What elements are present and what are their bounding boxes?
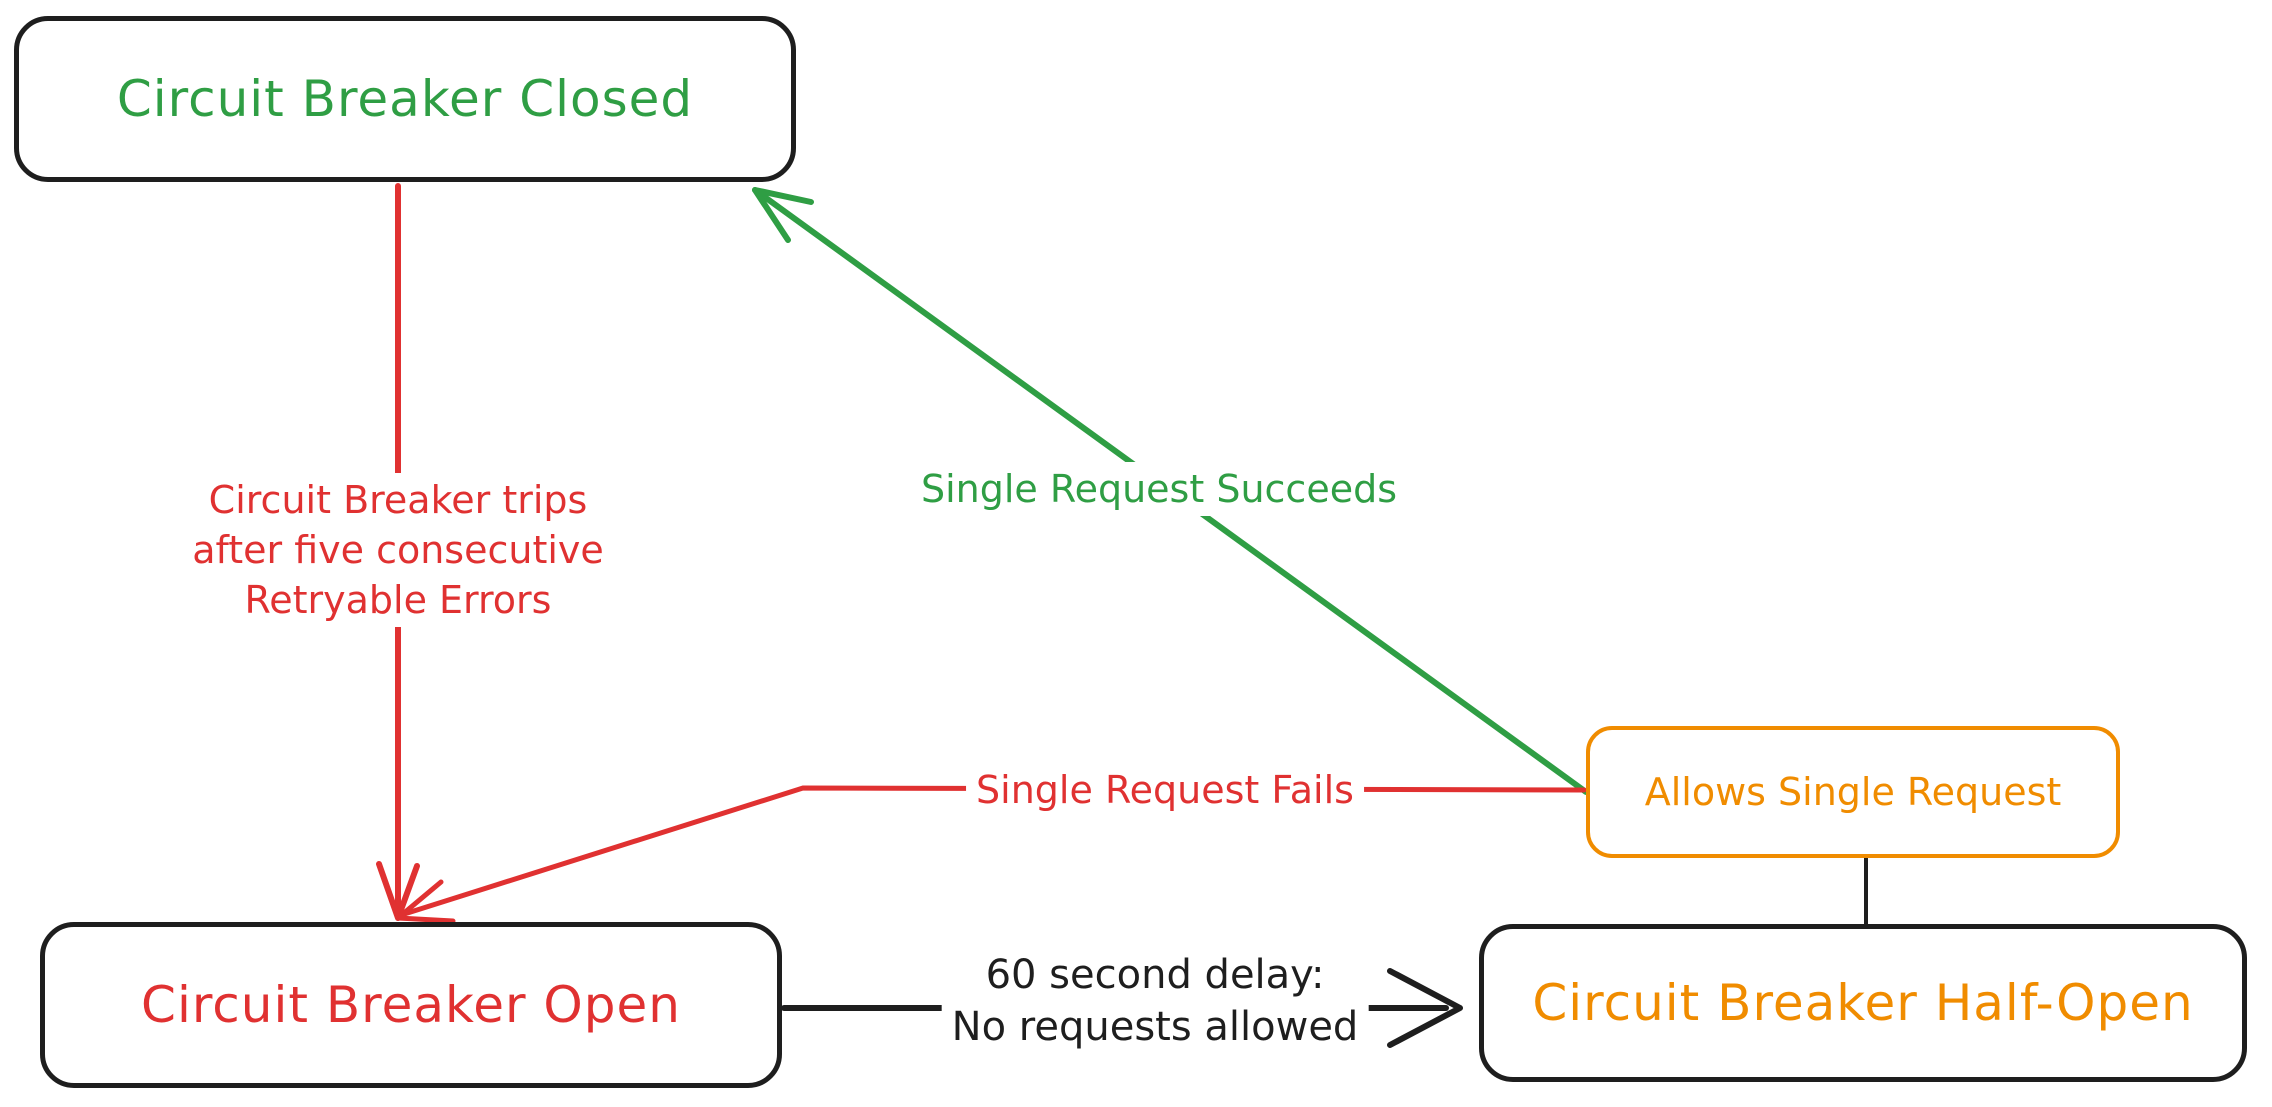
edge-label-delay-line2: No requests allowed (951, 1004, 1359, 1050)
edge-trips-arrowhead-icon (376, 861, 420, 921)
edge-succeeds-arrowhead-icon (752, 187, 814, 243)
node-circuit-breaker-closed[interactable]: Circuit Breaker Closed (14, 16, 796, 182)
edge-label-trips-line1: Circuit Breaker trips (208, 478, 588, 522)
edge-label-fails: Single Request Fails (966, 763, 1364, 817)
node-circuit-breaker-half-open[interactable]: Circuit Breaker Half-Open (1479, 924, 2247, 1082)
edge-label-succeeds: Single Request Succeeds (910, 462, 1408, 516)
edge-label-trips-line3: Retryable Errors (244, 578, 552, 622)
edge-delay-arrowhead-icon (1387, 968, 1463, 1048)
edge-label-trips-line2: after five consecutive (192, 528, 604, 572)
node-circuit-breaker-closed-label: Circuit Breaker Closed (116, 70, 694, 128)
edge-label-delay-line1: 60 second delay: (985, 952, 1325, 998)
edge-fails-arrowhead-icon (395, 879, 456, 924)
node-circuit-breaker-open-label: Circuit Breaker Open (141, 976, 681, 1034)
edge-label-trips: Circuit Breaker trips after five consecu… (182, 473, 614, 627)
node-circuit-breaker-half-open-label: Circuit Breaker Half-Open (1532, 974, 2194, 1032)
edge-label-delay: 60 second delay: No requests allowed (941, 947, 1369, 1055)
node-circuit-breaker-open[interactable]: Circuit Breaker Open (40, 922, 782, 1088)
node-allows-single-request[interactable]: Allows Single Request (1586, 726, 2120, 858)
node-allows-single-request-label: Allows Single Request (1644, 770, 2062, 814)
